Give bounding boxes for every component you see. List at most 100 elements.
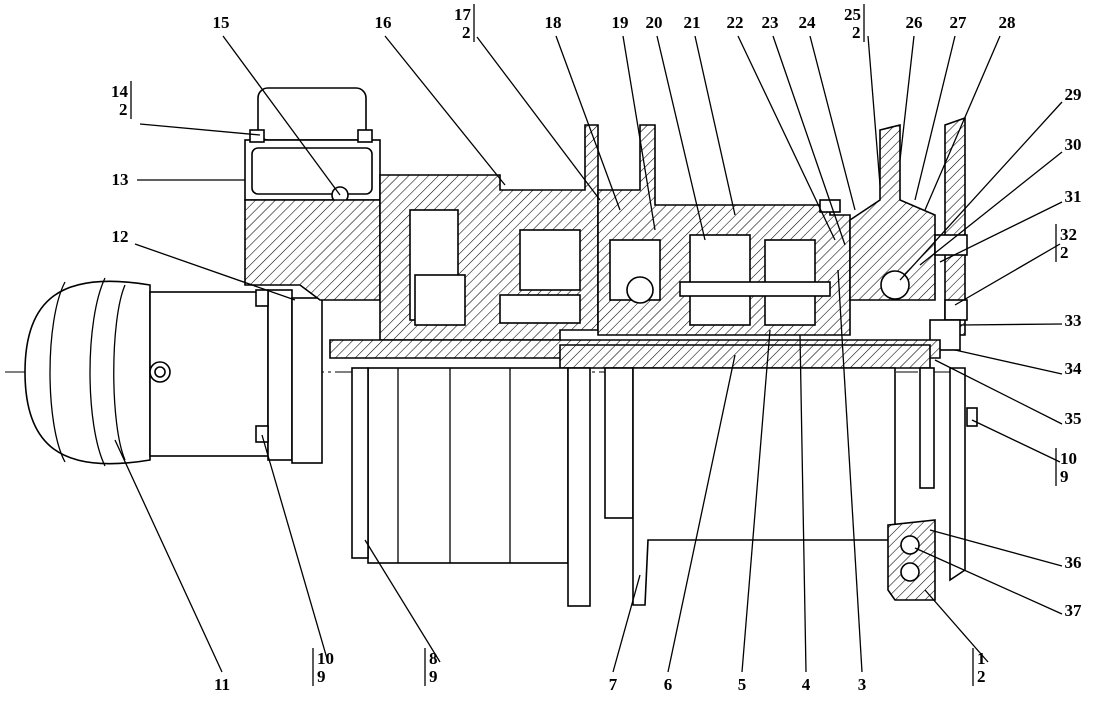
callout-number: 2 xyxy=(462,23,471,42)
leader-line xyxy=(656,35,706,241)
callout-10r: 109 xyxy=(971,419,1077,486)
callout-number: 4 xyxy=(802,675,811,694)
callout-number: 10 xyxy=(1060,449,1077,468)
callout-1: 12 xyxy=(924,589,989,686)
callout-34: 34 xyxy=(954,349,1082,378)
callout-number: 2 xyxy=(852,23,861,42)
leader-line xyxy=(622,35,656,231)
callout-number: 6 xyxy=(664,675,673,694)
callout-number: 9 xyxy=(1060,467,1069,486)
callout-number: 3 xyxy=(858,675,867,694)
callout-number: 17 xyxy=(454,5,472,24)
callout-number: 27 xyxy=(950,13,968,32)
leader-line xyxy=(939,201,1063,263)
callout-number: 25 xyxy=(844,5,861,24)
callout-4: 4 xyxy=(799,334,811,694)
callout-15: 15 xyxy=(213,13,341,196)
callout-number: 1 xyxy=(977,649,986,668)
callout-26: 26 xyxy=(899,13,923,161)
callout-number: 12 xyxy=(112,227,129,246)
callout-17: 172 xyxy=(454,4,601,201)
callout-24: 24 xyxy=(799,13,856,211)
callout-11: 11 xyxy=(114,439,230,694)
callout-number: 30 xyxy=(1065,135,1082,154)
leader-line xyxy=(899,35,915,161)
callout-number: 5 xyxy=(738,675,747,694)
callout-number: 15 xyxy=(213,13,230,32)
leader-line xyxy=(924,35,1001,211)
callout-number: 31 xyxy=(1065,187,1082,206)
gearbox-housing xyxy=(379,124,851,341)
callout-number: 21 xyxy=(684,13,701,32)
motor xyxy=(24,277,323,467)
leader-line xyxy=(134,243,296,301)
callout-number: 11 xyxy=(214,675,230,694)
callout-7: 7 xyxy=(609,574,641,694)
leader-line xyxy=(741,329,771,673)
callout-number: 32 xyxy=(1060,225,1077,244)
drum xyxy=(351,367,978,607)
callout-8: 89 xyxy=(364,539,441,686)
callout-number: 2 xyxy=(1060,243,1069,262)
leader-line xyxy=(867,35,881,186)
callout-number: 14 xyxy=(111,82,129,101)
callout-35: 35 xyxy=(934,359,1082,428)
callout-22: 22 xyxy=(727,13,836,241)
callout-28: 28 xyxy=(924,13,1016,211)
callout-20: 20 xyxy=(646,13,706,241)
callout-21: 21 xyxy=(684,13,736,216)
callout-number: 9 xyxy=(429,667,438,686)
leader-line xyxy=(114,439,223,673)
callout-number: 24 xyxy=(799,13,817,32)
leader-line xyxy=(934,359,1063,425)
leader-line xyxy=(837,269,863,673)
callout-32: 322 xyxy=(954,224,1077,306)
callout-31: 31 xyxy=(939,187,1082,263)
callout-18: 18 xyxy=(545,13,621,211)
callout-29: 29 xyxy=(899,85,1082,281)
callout-16: 16 xyxy=(375,13,506,186)
callout-33: 33 xyxy=(959,311,1082,330)
leader-line xyxy=(919,151,1063,266)
leader-line xyxy=(772,35,846,246)
callout-number: 37 xyxy=(1065,601,1083,620)
callout-number: 28 xyxy=(999,13,1016,32)
callout-number: 36 xyxy=(1065,553,1082,572)
callout-number: 22 xyxy=(727,13,744,32)
leader-line xyxy=(555,35,621,211)
callout-number: 2 xyxy=(977,667,986,686)
leader-line xyxy=(476,36,601,201)
callout-6: 6 xyxy=(664,354,736,694)
leader-line xyxy=(899,101,1063,281)
callout-number: 26 xyxy=(906,13,923,32)
callout-27: 27 xyxy=(914,13,968,201)
callout-13: 13 xyxy=(112,170,245,189)
callout-number: 35 xyxy=(1065,409,1082,428)
callout-number: 9 xyxy=(317,667,326,686)
leader-line xyxy=(261,434,329,663)
callout-3: 3 xyxy=(837,269,867,694)
callout-30: 30 xyxy=(919,135,1082,266)
leader-line xyxy=(959,323,1063,326)
callout-14: 142 xyxy=(111,81,261,136)
brake-housing xyxy=(244,87,381,301)
leader-line xyxy=(222,35,341,196)
callout-36: 36 xyxy=(929,529,1082,572)
callout-number: 13 xyxy=(112,170,129,189)
leader-line xyxy=(667,354,736,673)
leader-line xyxy=(954,349,1063,375)
leader-line xyxy=(954,243,1061,306)
end-support xyxy=(849,116,968,351)
leader-line xyxy=(384,35,506,186)
leader-line xyxy=(694,35,736,216)
callout-25: 252 xyxy=(844,4,881,186)
callout-5: 5 xyxy=(738,329,771,694)
callout-number: 18 xyxy=(545,13,562,32)
callout-number: 2 xyxy=(119,100,128,119)
callout-19: 19 xyxy=(612,13,656,231)
leader-line xyxy=(914,547,1063,615)
callout-number: 10 xyxy=(317,649,334,668)
callout-12: 12 xyxy=(112,227,296,301)
leader-line xyxy=(971,419,1061,463)
